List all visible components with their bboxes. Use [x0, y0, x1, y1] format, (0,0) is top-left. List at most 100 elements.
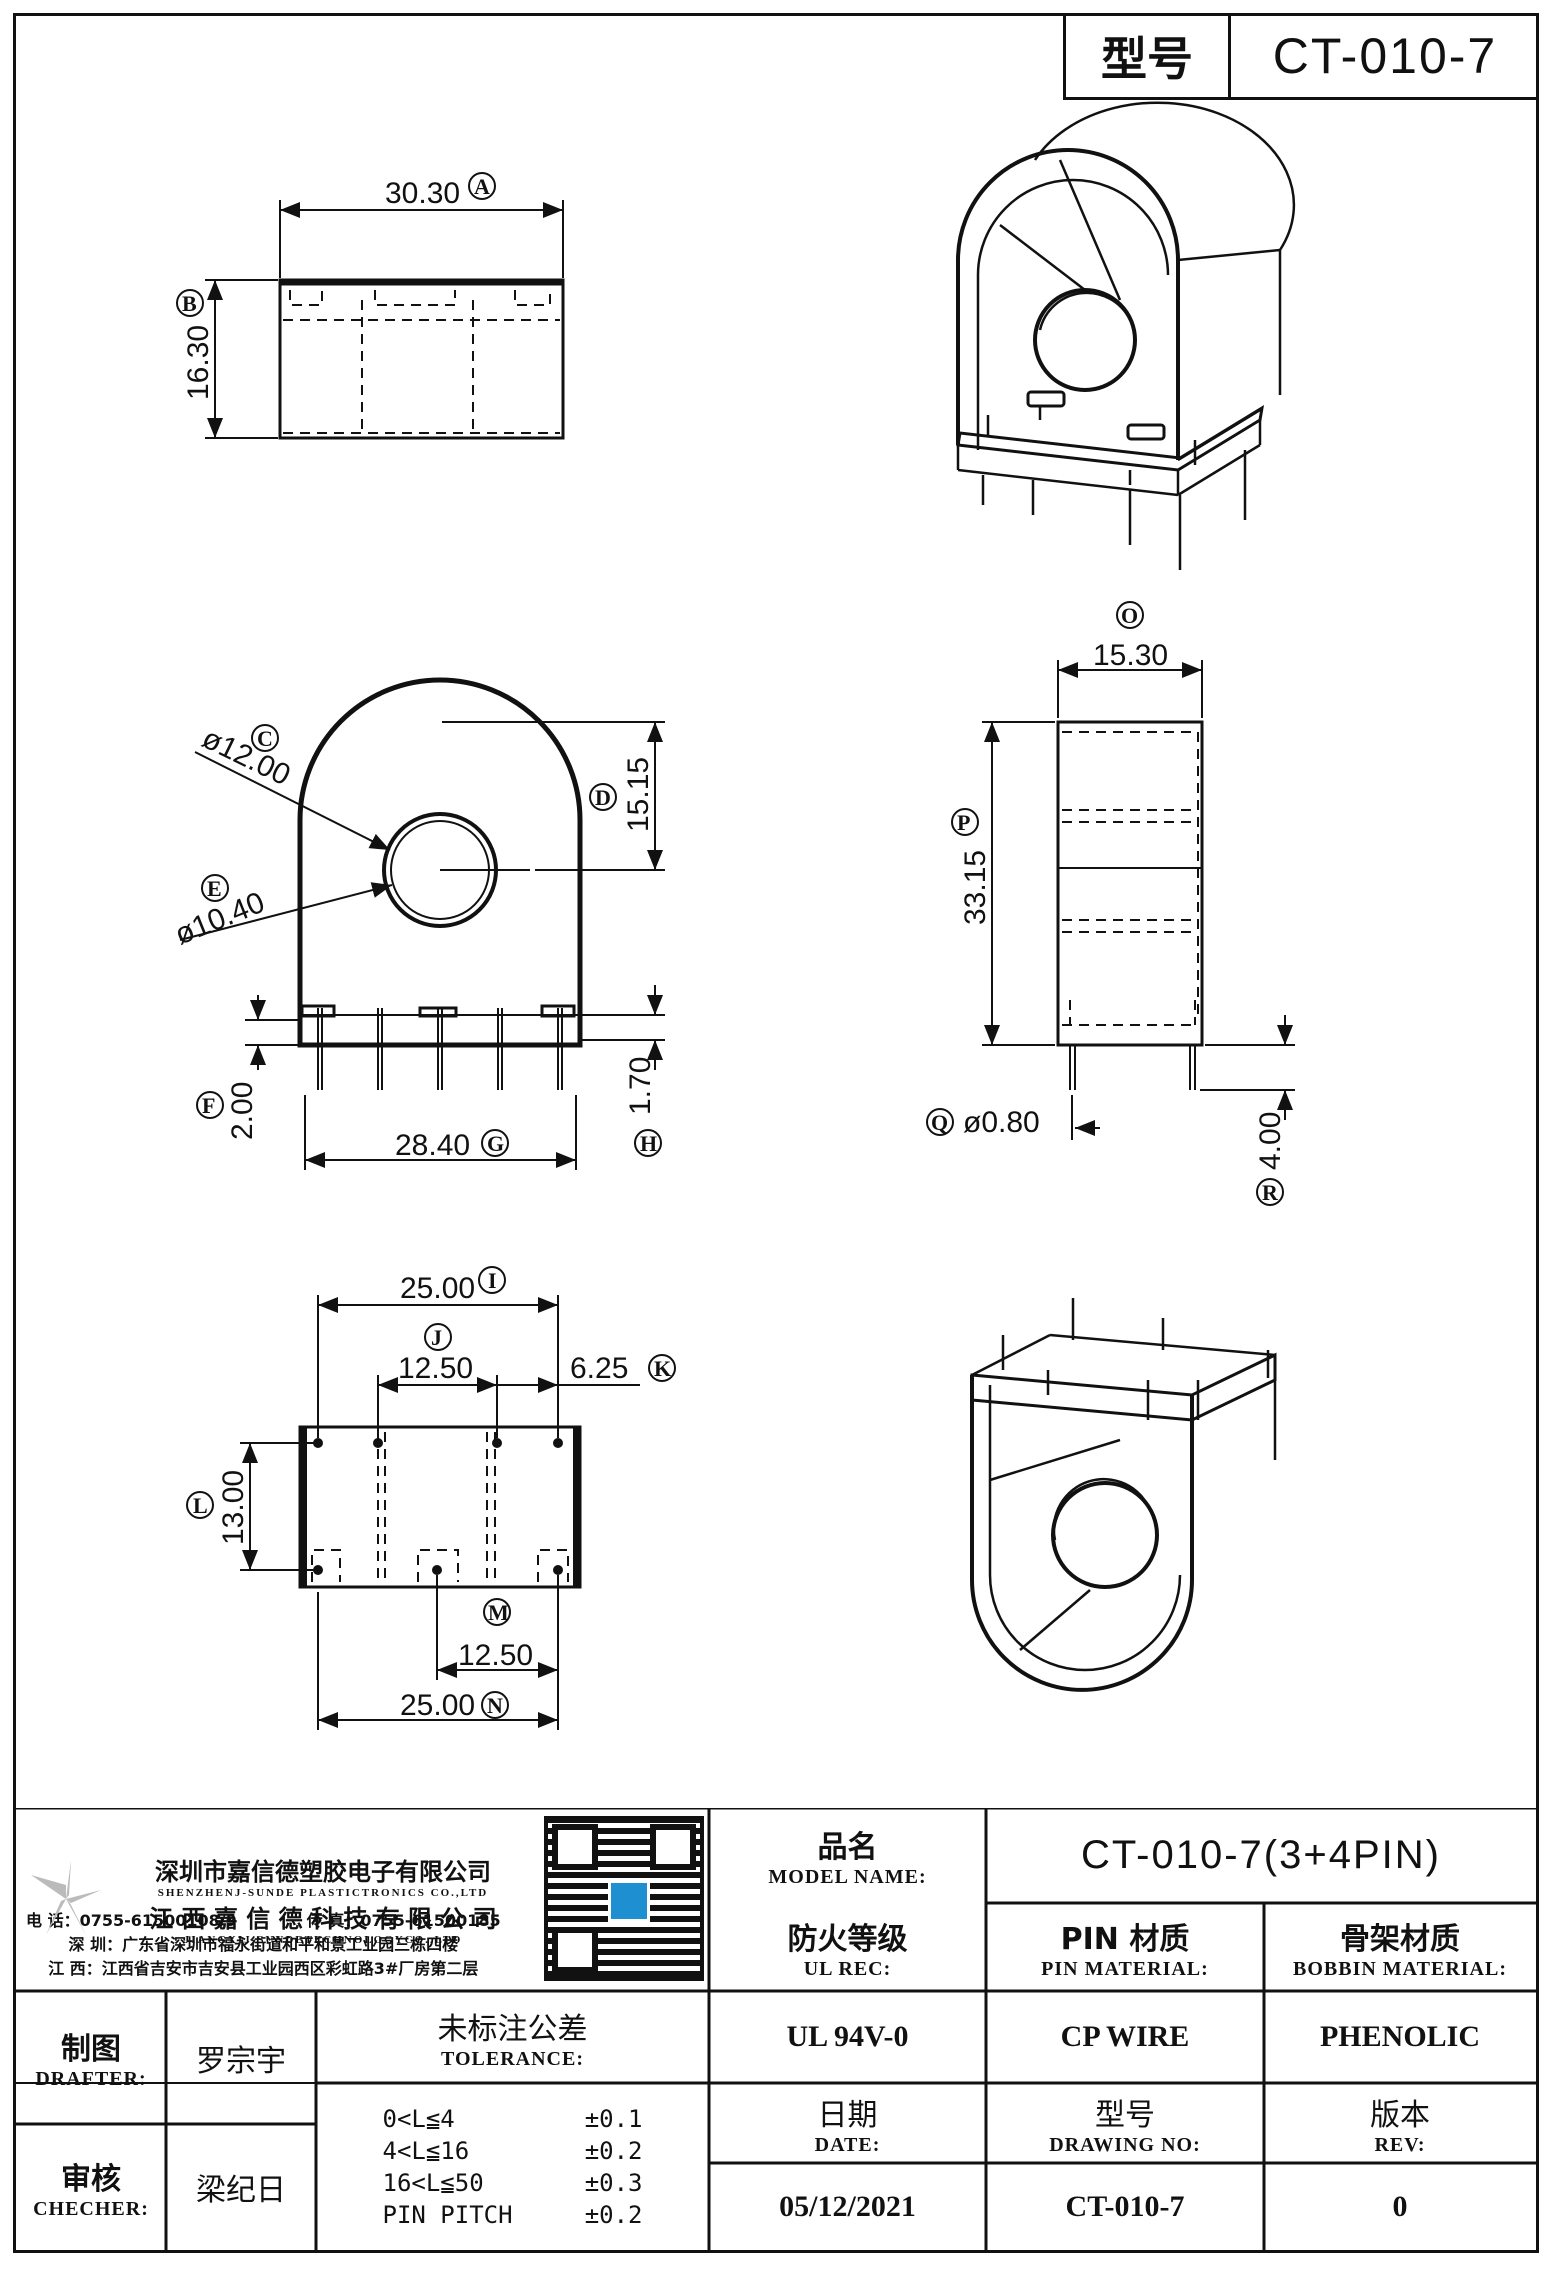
dim-D-text: 15.15	[622, 757, 655, 832]
tolerance-en: TOLERANCE:	[441, 2047, 584, 2070]
model-header-value: CT-010-7	[1272, 27, 1498, 84]
company-name-sz-en: SHENZHENJ-SUNDE PLASTICTRONICS CO.,LTD	[157, 1886, 489, 1899]
drafter-cn: 制图	[61, 2032, 121, 2067]
top-view: 30.30 A 16.30 B	[176, 172, 565, 440]
ul-cn: 防火等级	[787, 1921, 908, 1957]
front-view: ø12.00 C ø10.40 E 15.15 D 2.00 F 1.70	[170, 677, 665, 1170]
dim-A-text: 30.30	[385, 177, 460, 210]
title-block-grid	[16, 1808, 1536, 2250]
rev-header: 版本 REV:	[1264, 2083, 1536, 2163]
iso-view-top	[956, 101, 1296, 570]
tolerance-row: PIN PITCH ±0.2	[383, 2201, 643, 2229]
dim-P-text: 33.15	[959, 850, 992, 925]
dim-K-text: 6.25	[570, 1352, 628, 1385]
date-value: 05/12/2021	[779, 2189, 916, 2223]
dim-J-text: 12.50	[398, 1352, 473, 1385]
tolerance-value: ±0.1	[584, 2104, 643, 2133]
checker-cn: 审核	[61, 2161, 121, 2197]
dim-H-text: 1.70	[624, 1057, 657, 1115]
company-addr-jx: 江 西：江西省吉安市吉安县工业园西区彩虹路3#厂房第二层	[48, 1959, 479, 1978]
company-logo	[26, 1855, 108, 1943]
date-cn: 日期	[817, 2097, 878, 2133]
company-addr-sz: 深 圳：广东省深圳市福永街道和平和景工业园三栋四楼	[68, 1935, 459, 1954]
marker-J: J	[431, 1325, 442, 1350]
qr-code	[544, 1816, 704, 1981]
pin-en: PIN MATERIAL:	[1041, 1957, 1209, 1980]
drafter-value: 罗宗宇	[196, 2043, 286, 2079]
tolerance-cn: 未标注公差	[437, 2011, 588, 2047]
company-name-jx-en: JIANGXIJ-SUNDETECHNOLOGYCO.,LTD	[183, 1933, 463, 1946]
rev-en: REV:	[1374, 2133, 1426, 2156]
pin-value: CP WIRE	[1060, 2020, 1190, 2053]
company-phone: 电 话：0755-61500108/9	[26, 1911, 237, 1930]
tolerance-row: 16<L≦50 ±0.3	[383, 2169, 643, 2197]
tolerance-row: 0<L≦4 ±0.1	[383, 2105, 643, 2133]
bottom-view: 25.00 I 12.50 J 6.25 K 13.00 L 12.50 M	[186, 1266, 676, 1730]
dim-G-text: 28.40	[395, 1129, 470, 1162]
tolerance-table: 0<L≦4 ±0.1 4<L≦16 ±0.2 16<L≦50 ±0.3 PIN …	[316, 2083, 709, 2250]
date-value-cell: 05/12/2021	[709, 2163, 986, 2250]
marker-D: D	[595, 785, 611, 810]
dim-L-text: 13.00	[217, 1470, 250, 1545]
drawing-no-header: 型号 DRAWING NO:	[986, 2083, 1264, 2163]
checker-en: CHECHER:	[33, 2197, 149, 2220]
ul-header: 防火等级 UL REC:	[709, 1903, 986, 1991]
tolerance-value: ±0.2	[584, 2200, 643, 2229]
drawing-no-en: DRAWING NO:	[1049, 2133, 1201, 2156]
dim-B-text: 16.30	[182, 325, 215, 400]
rev-cn: 版本	[1370, 2097, 1430, 2133]
company-name-jx: 江 西 嘉 信 德 科 技 有 限 公 司	[149, 1904, 497, 1933]
marker-L: L	[193, 1493, 208, 1518]
model-name-cn: 品名	[817, 1830, 878, 1865]
model-name-value: CT-010-7(3+4PIN)	[1081, 1833, 1441, 1877]
title-block: 深圳市嘉信德塑胶电子有限公司 SHENZHENJ-SUNDE PLASTICTR…	[16, 1808, 1536, 2250]
drafter-en: DRAFTER:	[35, 2068, 147, 2090]
model-name-en: MODEL NAME:	[768, 1866, 927, 1888]
ul-en: UL REC:	[803, 1957, 892, 1980]
side-view: 15.30 O 33.15 P ø0.80 Q 4.00 R	[926, 601, 1295, 1206]
drawing-no-value-cell: CT-010-7	[986, 2163, 1264, 2250]
pin-cn: PIN 材质	[1060, 1921, 1190, 1957]
bobbin-value-cell: PHENOLIC	[1264, 1991, 1536, 2083]
bobbin-en: BOBBIN MATERIAL:	[1293, 1957, 1507, 1980]
drawing-no-cn: 型号	[1095, 2097, 1155, 2133]
dim-I-text: 25.00	[400, 1272, 475, 1305]
dim-M-text: 12.50	[458, 1639, 533, 1672]
company-info: 深圳市嘉信德塑胶电子有限公司 SHENZHENJ-SUNDE PLASTICTR…	[16, 1808, 709, 1991]
pin-header: PIN 材质 PIN MATERIAL:	[986, 1903, 1264, 1991]
marker-Q: Q	[931, 1110, 948, 1135]
tolerance-range: 4<L≦16	[382, 2136, 470, 2165]
marker-E: E	[207, 876, 222, 901]
tolerance-value: ±0.2	[584, 2136, 643, 2165]
rev-value-cell: 0	[1264, 2163, 1536, 2250]
marker-G: G	[487, 1131, 504, 1156]
marker-N: N	[487, 1693, 503, 1718]
marker-F: F	[202, 1093, 215, 1118]
model-name-header: 品名 MODEL NAME:	[709, 1808, 986, 1903]
model-name-value-cell: CT-010-7(3+4PIN)	[986, 1808, 1536, 1903]
drawing-no-value: CT-010-7	[1065, 2189, 1185, 2223]
tolerance-range: PIN PITCH	[382, 2200, 513, 2229]
tolerance-range: 0<L≦4	[382, 2104, 455, 2133]
checker-value-cell: 梁纪日	[166, 2124, 316, 2250]
tolerance-row: 4<L≦16 ±0.2	[383, 2137, 643, 2165]
company-fax: 传 真：0755-61500185	[306, 1911, 501, 1930]
marker-A: A	[474, 174, 490, 199]
ul-value: UL 94V-0	[786, 2020, 909, 2053]
bobbin-value: PHENOLIC	[1319, 2020, 1481, 2053]
dim-F-text: 2.00	[226, 1082, 259, 1140]
tolerance-value: ±0.3	[584, 2168, 643, 2197]
drafter-value-cell: 罗宗宇	[166, 1991, 316, 2124]
model-header-label: 型号	[1066, 14, 1231, 97]
pin-value-cell: CP WIRE	[986, 1991, 1264, 2083]
drafter-label-cell: 制图 DRAFTER:	[16, 1991, 166, 2124]
model-header-box: 型号 CT-010-7	[1063, 14, 1539, 100]
bobbin-cn: 骨架材质	[1340, 1921, 1460, 1957]
marker-O: O	[1121, 603, 1138, 628]
tolerance-header: 未标注公差 TOLERANCE:	[316, 1991, 709, 2083]
checker-label-cell: 审核 CHECHER:	[16, 2124, 166, 2250]
checker-value: 梁纪日	[196, 2173, 286, 2208]
marker-C: C	[257, 726, 273, 751]
technical-drawing: 30.30 A 16.30 B	[170, 101, 1296, 1730]
